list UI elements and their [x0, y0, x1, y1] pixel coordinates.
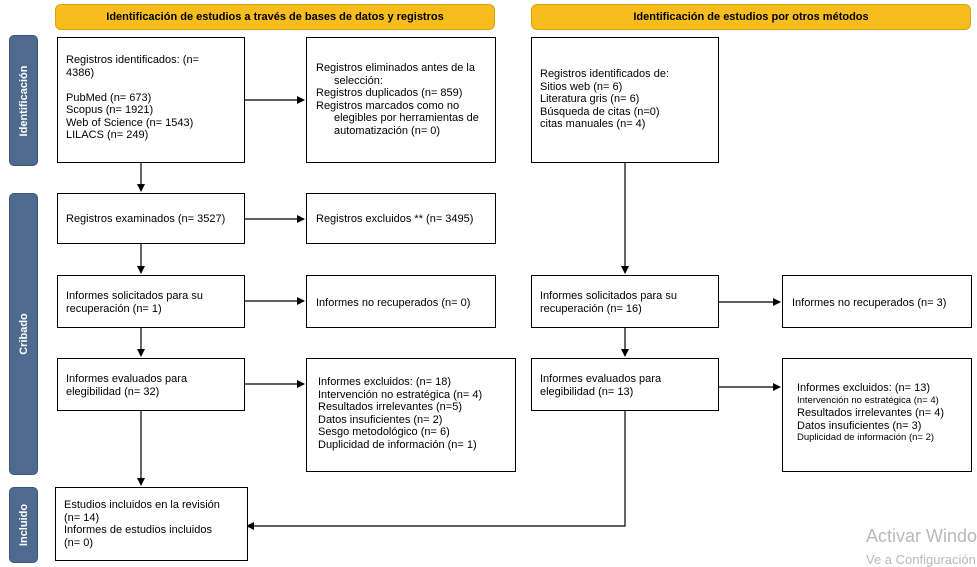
text-line: Informes de estudios incluidos — [64, 524, 212, 536]
box-records-excluded: Registros excluidos ** (n= 3495) — [306, 193, 496, 244]
text-line — [66, 79, 244, 92]
text-line: Estudios incluidos en la revisión — [64, 499, 220, 511]
box-reports-excluded: Informes excluidos: (n= 18) Intervención… — [306, 358, 516, 472]
text-line: Duplicidad de información (n= 1) — [318, 438, 477, 451]
text-line: Sitios web (n= 6) — [540, 80, 623, 93]
text-line: Informes no recuperados (n= 3) — [792, 297, 947, 309]
text-line: Informes evaluados para — [66, 373, 188, 385]
text-line: Resultados irrelevantes (n= 4) — [797, 407, 945, 419]
box-other-records-identified: Registros identificados de: Sitios web (… — [531, 37, 719, 163]
text-line: Registros identificados de: — [540, 68, 670, 80]
text-line: Datos insuficientes (n= 2) — [318, 413, 443, 426]
watermark-activate-windows: Activar Windows — [866, 526, 977, 546]
text-line: Informes no recuperados (n= 0) — [316, 297, 471, 309]
text-line: Literatura gris (n= 6) — [540, 93, 640, 105]
text-line: Registros identificados: (n= — [66, 54, 199, 66]
arrow-right-assessed-to-included — [246, 411, 626, 530]
text-line: Registros marcados como no — [316, 99, 460, 112]
text-line: Resultados irrelevantes (n=5) — [318, 401, 462, 413]
text-line: recuperación (n= 16) — [540, 302, 642, 315]
text-line: Scopus (n= 1921) — [66, 104, 154, 116]
text-line: Sesgo metodológico (n= 6) — [318, 426, 450, 438]
text-line: Registros eliminados antes de la — [316, 62, 475, 74]
phase-screening: Cribado — [9, 193, 38, 475]
text-line: elegibilidad (n= 13) — [540, 385, 634, 398]
text-line: automatización (n= 0) — [334, 124, 441, 137]
text-line: Informes excluidos: (n= 13) — [797, 382, 930, 394]
header-other-methods: Identificación de estudios por otros mét… — [531, 4, 971, 30]
header-databases: Identificación de estudios a través de b… — [55, 4, 495, 30]
text-line: elegibles por herramientas de — [334, 112, 479, 124]
phase-included: Incluido — [9, 487, 38, 563]
text-line: Intervención no estratégica (n= 4) — [318, 388, 483, 401]
box-records-identified: Registros identificados: (n= 4386) PubMe… — [57, 37, 245, 163]
text-line: Datos insuficientes (n= 3) — [797, 419, 922, 432]
box-reports-assessed: Informes evaluados para elegibilidad (n=… — [57, 358, 245, 411]
text-line: selección: — [334, 74, 383, 87]
text-line: PubMed (n= 673) — [66, 91, 152, 104]
text-line: (n= 0) — [64, 536, 94, 549]
text-line: Informes solicitados para su — [66, 290, 203, 302]
text-line: Registros excluidos ** (n= 3495) — [316, 213, 474, 225]
text-line: Informes excluidos: (n= 18) — [318, 376, 451, 388]
text-line: Informes evaluados para — [540, 373, 662, 385]
text-line: 4386) — [66, 66, 95, 79]
box-other-reports-assessed: Informes evaluados para elegibilidad (n=… — [531, 358, 719, 411]
text-line: elegibilidad (n= 32) — [66, 385, 160, 398]
box-other-reports-excluded: Informes excluidos: (n= 13) Intervención… — [782, 358, 972, 472]
box-records-screened: Registros examinados (n= 3527) — [57, 193, 245, 244]
text-line: Web of Science (n= 1543) — [66, 116, 194, 129]
box-other-reports-not-retrieved: Informes no recuperados (n= 3) — [782, 275, 972, 328]
text-line: Búsqueda de citas (n=0) — [540, 105, 660, 118]
phase-identification: Identificación — [9, 35, 38, 166]
box-reports-not-retrieved: Informes no recuperados (n= 0) — [306, 275, 496, 328]
box-reports-sought: Informes solicitados para su recuperació… — [57, 275, 245, 328]
box-studies-included: Estudios incluidos en la revisión (n= 14… — [55, 487, 248, 561]
box-other-reports-sought: Informes solicitados para su recuperació… — [531, 275, 719, 328]
watermark-go-to-settings: Ve a Configuración — [866, 552, 976, 567]
text-line: Registros examinados (n= 3527) — [66, 213, 226, 225]
text-line: Duplicidad de información (n= 2) — [797, 432, 935, 443]
text-line: citas manuales (n= 4) — [540, 118, 646, 130]
text-line: Informes solicitados para su — [540, 290, 677, 302]
text-line: recuperación (n= 1) — [66, 302, 162, 315]
text-line: LILACS (n= 249) — [66, 129, 149, 141]
text-line: Intervención no estratégica (n= 4) — [797, 394, 939, 406]
text-line: (n= 14) — [64, 511, 100, 524]
text-line: Registros duplicados (n= 859) — [316, 87, 463, 99]
box-records-removed: Registros eliminados antes de la selecci… — [306, 37, 496, 163]
